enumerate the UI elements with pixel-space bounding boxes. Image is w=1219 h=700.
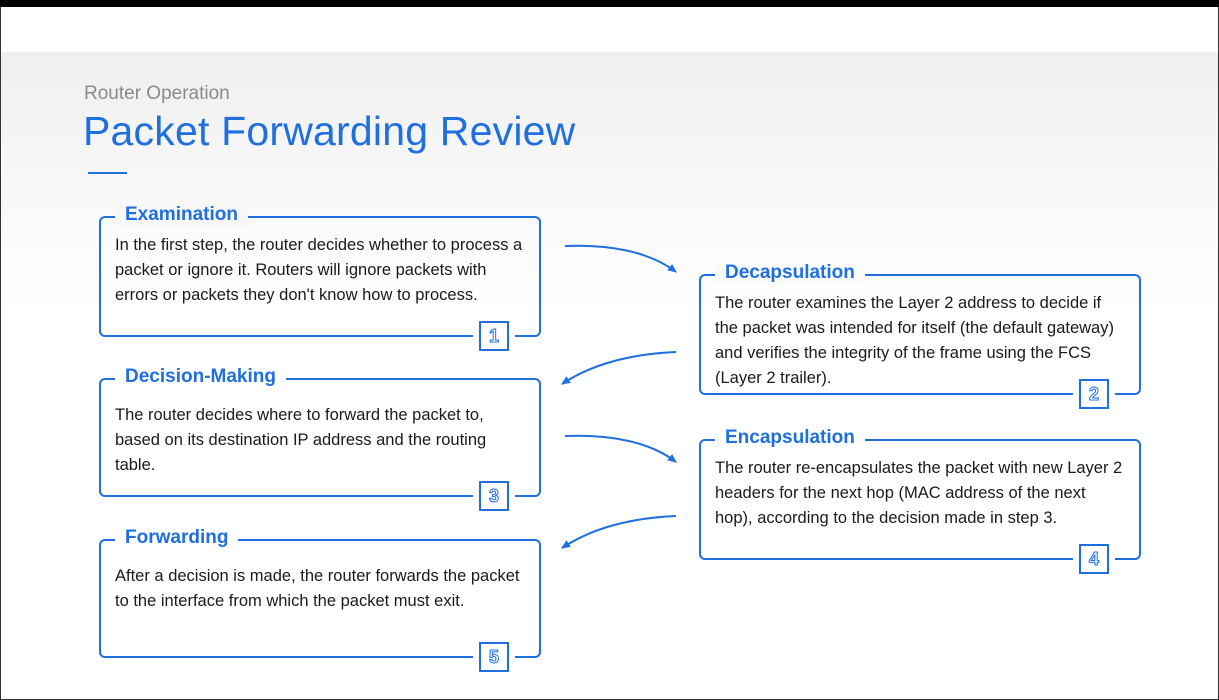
arrow-4-to-5	[561, 515, 677, 549]
arrow-1-to-2	[564, 244, 677, 273]
step-text: The router re-encapsulates the packet wi…	[715, 459, 1123, 527]
step-number-badge: 3	[473, 481, 515, 511]
step-number: 1	[479, 321, 509, 351]
frame-left	[0, 7, 1, 700]
top-bar	[0, 0, 1219, 7]
step-number-badge: 4	[1073, 544, 1115, 574]
slide-subtitle: Router Operation	[84, 83, 230, 104]
step-title: Decapsulation	[715, 262, 865, 284]
step-number: 3	[479, 481, 509, 511]
step-box-examination: Examination In the first step, the route…	[99, 204, 541, 351]
step-text: The router decides where to forward the …	[115, 406, 487, 474]
step-box-decapsulation: Decapsulation The router examines the La…	[699, 262, 1141, 409]
step-text: In the first step, the router decides wh…	[115, 236, 523, 304]
step-number: 5	[479, 642, 509, 672]
step-text: The router examines the Layer 2 address …	[715, 294, 1114, 387]
step-title: Forwarding	[115, 527, 239, 549]
arrow-2-to-3	[561, 351, 677, 385]
step-number: 4	[1079, 544, 1109, 574]
slide-title: Packet Forwarding Review	[83, 108, 576, 154]
step-number-badge: 1	[473, 321, 515, 351]
title-underline	[88, 172, 127, 174]
step-title: Encapsulation	[715, 427, 865, 449]
arrow-3-to-4	[564, 434, 677, 463]
step-box-encapsulation: Encapsulation The router re-encapsulates…	[699, 427, 1141, 574]
step-number-badge: 2	[1073, 379, 1115, 409]
step-text: After a decision is made, the router for…	[115, 567, 520, 610]
step-box-forwarding: Forwarding After a decision is made, the…	[99, 527, 541, 672]
step-number-badge: 5	[473, 642, 515, 672]
step-box-decision-making: Decision-Making The router decides where…	[99, 366, 541, 511]
step-number: 2	[1079, 379, 1109, 409]
step-title: Examination	[115, 204, 248, 226]
step-title: Decision-Making	[115, 366, 286, 388]
